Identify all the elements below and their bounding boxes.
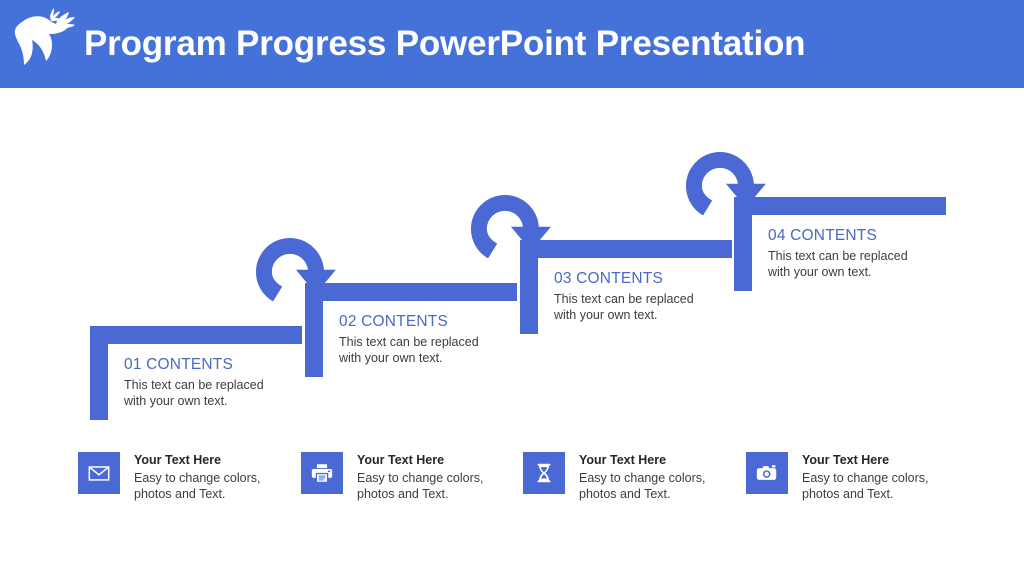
icon-card-desc-line1: Easy to change colors, — [579, 471, 706, 485]
step-text-3: 03 CONTENTS This text can be replaced wi… — [554, 270, 694, 323]
step-text-1: 01 CONTENTS This text can be replaced wi… — [124, 356, 264, 409]
step-desc-line1: This text can be replaced — [339, 335, 479, 349]
camera-icon — [746, 452, 788, 494]
bracket-top-bar — [520, 240, 732, 258]
step-desc-line2: with your own text. — [339, 350, 443, 365]
icon-card-desc-line1: Easy to change colors, — [134, 471, 261, 485]
step-title: 03 CONTENTS — [554, 270, 663, 287]
icon-card-desc-line2: photos and Text. — [802, 486, 894, 501]
icon-card-1[interactable]: Your Text Here Easy to change colors, ph… — [78, 452, 260, 502]
bracket-top-bar — [734, 197, 946, 215]
printer-icon — [301, 452, 343, 494]
step-title: 04 CONTENTS — [768, 227, 877, 244]
icon-card-title: Your Text Here — [802, 453, 890, 467]
bracket-left-bar — [90, 326, 108, 420]
icon-card-title: Your Text Here — [579, 453, 667, 467]
step-bracket-2 — [305, 283, 517, 377]
icon-card-copy: Your Text Here Easy to change colors, ph… — [579, 452, 705, 502]
step-title: 01 CONTENTS — [124, 356, 233, 373]
step-bracket-4 — [734, 197, 946, 291]
icon-card-title: Your Text Here — [357, 453, 445, 467]
icon-card-copy: Your Text Here Easy to change colors, ph… — [802, 452, 928, 502]
bracket-left-bar — [520, 240, 538, 334]
icon-card-desc-line2: photos and Text. — [134, 486, 226, 501]
step-desc-line1: This text can be replaced — [124, 378, 264, 392]
step-title: 02 CONTENTS — [339, 313, 448, 330]
bracket-top-bar — [90, 326, 302, 344]
icon-card-desc-line1: Easy to change colors, — [802, 471, 929, 485]
step-text-4: 04 CONTENTS This text can be replaced wi… — [768, 227, 908, 280]
diagram-stage: 01 CONTENTS This text can be replaced wi… — [0, 88, 1024, 576]
dove-icon — [14, 8, 90, 74]
icon-card-3[interactable]: Your Text Here Easy to change colors, ph… — [523, 452, 705, 502]
icon-card-4[interactable]: Your Text Here Easy to change colors, ph… — [746, 452, 928, 502]
bracket-left-bar — [734, 197, 752, 291]
icon-card-2[interactable]: Your Text Here Easy to change colors, ph… — [301, 452, 483, 502]
icon-card-title: Your Text Here — [134, 453, 222, 467]
step-desc-line2: with your own text. — [768, 264, 872, 279]
step-bracket-1 — [90, 326, 302, 420]
icon-card-desc-line2: photos and Text. — [357, 486, 449, 501]
icon-card-desc-line1: Easy to change colors, — [357, 471, 484, 485]
icon-card-copy: Your Text Here Easy to change colors, ph… — [357, 452, 483, 502]
hourglass-icon — [523, 452, 565, 494]
page-title: Program Progress PowerPoint Presentation — [84, 24, 806, 63]
bracket-top-bar — [305, 283, 517, 301]
header-bar: Program Progress PowerPoint Presentation — [0, 0, 1024, 88]
envelope-icon — [78, 452, 120, 494]
icon-card-copy: Your Text Here Easy to change colors, ph… — [134, 452, 260, 502]
step-desc-line2: with your own text. — [124, 393, 228, 408]
step-desc-line1: This text can be replaced — [554, 292, 694, 306]
step-bracket-3 — [520, 240, 732, 334]
step-desc-line1: This text can be replaced — [768, 249, 908, 263]
step-desc-line2: with your own text. — [554, 307, 658, 322]
bracket-left-bar — [305, 283, 323, 377]
icon-card-desc-line2: photos and Text. — [579, 486, 671, 501]
step-text-2: 02 CONTENTS This text can be replaced wi… — [339, 313, 479, 366]
